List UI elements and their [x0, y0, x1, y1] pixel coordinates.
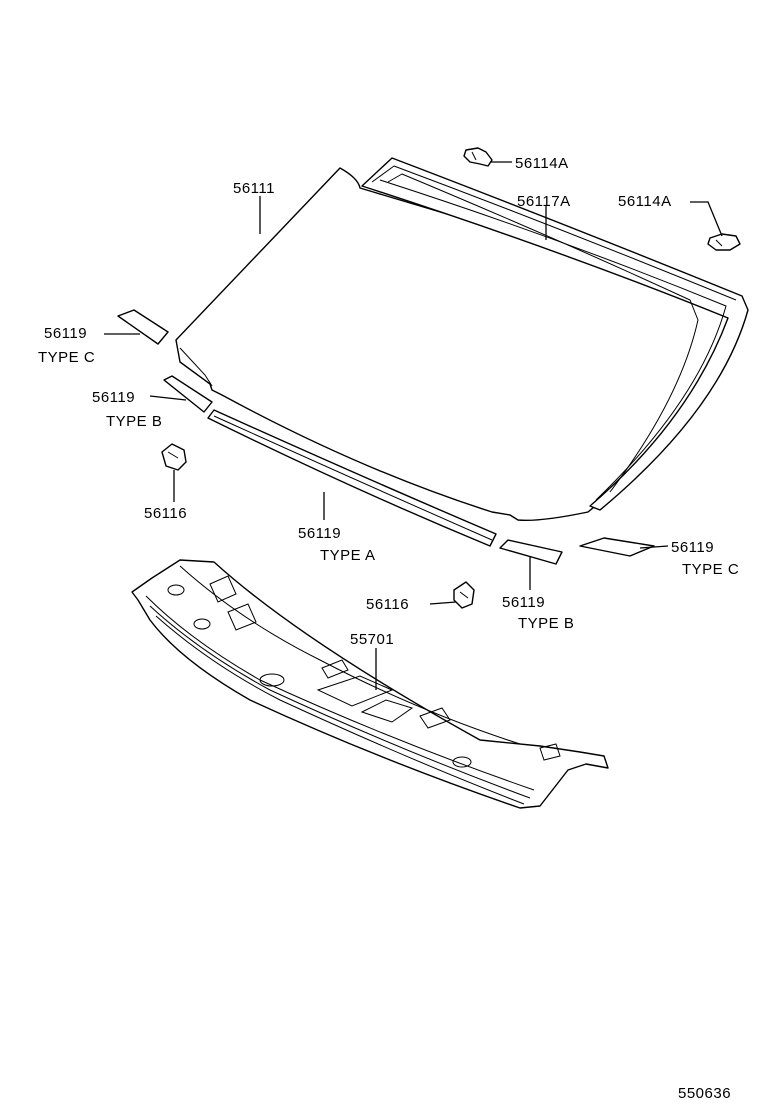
label-spacer-c-right-type: TYPE C [682, 561, 739, 578]
label-spacer-c-left-type: TYPE C [38, 349, 95, 366]
label-clip-right: 56114A [618, 193, 672, 210]
spacer-type-c-left [117, 309, 169, 345]
label-spacer-a: 56119 [298, 525, 341, 542]
label-molding-upper: 56117A [517, 193, 571, 210]
label-glass: 56111 [233, 180, 275, 197]
label-clip-left: 56116 [144, 505, 187, 522]
cowl-top-panel [131, 559, 609, 809]
leader-lines [104, 161, 723, 690]
label-cowl-panel: 55701 [350, 631, 394, 648]
label-spacer-b-right: 56119 [502, 594, 545, 611]
spacer-type-c-right [579, 537, 655, 557]
label-spacer-b-left: 56119 [92, 389, 135, 406]
label-spacer-b-right-type: TYPE B [518, 615, 574, 632]
label-clip-top: 56114A [515, 155, 569, 172]
clip-56116-center [453, 581, 475, 609]
label-spacer-b-left-type: TYPE B [106, 413, 162, 430]
label-clip-center: 56116 [366, 596, 409, 613]
spacer-type-b-right [499, 539, 563, 565]
label-spacer-c-left: 56119 [44, 325, 87, 342]
clip-56114a-right [707, 233, 741, 251]
windshield-upper-molding [361, 157, 749, 511]
label-spacer-a-type: TYPE A [320, 547, 376, 564]
label-diagram-number: 550636 [678, 1085, 731, 1102]
spacer-type-b-left [163, 375, 213, 413]
clip-56116-left [161, 443, 187, 471]
clip-56114a-top [463, 147, 493, 167]
label-spacer-c-right: 56119 [671, 539, 714, 556]
spacer-type-a [207, 409, 497, 547]
